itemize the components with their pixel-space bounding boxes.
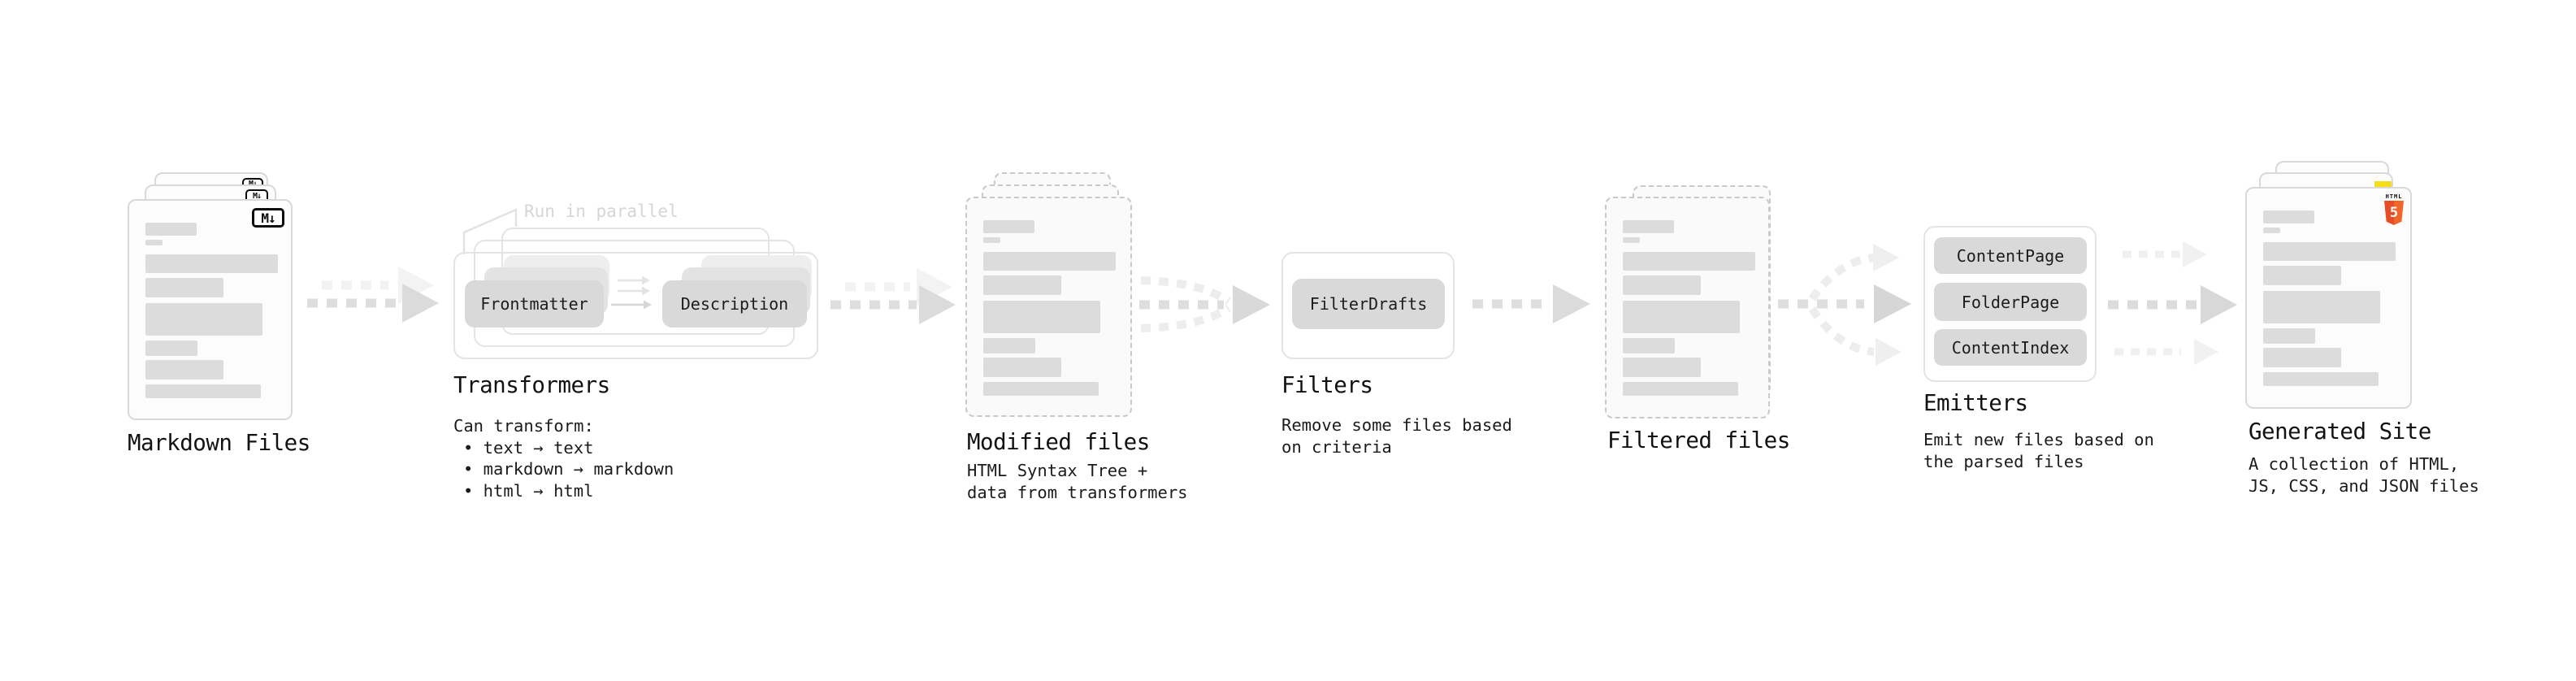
description-box-label: Description (680, 294, 789, 314)
filterdrafts-box-label: FilterDrafts (1309, 294, 1428, 314)
skeleton-line (983, 237, 1000, 243)
transformers-description-intro: Can transform: (453, 416, 594, 436)
emitters-description-line: the parsed files (1923, 451, 2084, 471)
skeleton-line (983, 382, 1099, 396)
frontmatter-box: Frontmatter (465, 280, 604, 327)
skeleton-line (1623, 275, 1701, 295)
skeleton-line (2263, 228, 2280, 233)
generated-file-card: HTML 5 (2245, 187, 2412, 409)
filtered-files-label: Filtered files (1607, 427, 1790, 453)
generated-site-description-line: JS, CSS, and JSON files (2249, 475, 2479, 496)
skeleton-line (145, 303, 262, 336)
skeleton-line (1623, 252, 1755, 271)
skeleton-line (2263, 210, 2314, 223)
skeleton-line (983, 301, 1100, 333)
contentindex-box-label: ContentIndex (1951, 337, 2070, 358)
skeleton-line (1623, 358, 1701, 377)
arrow-filtered-to-emitters-split (1778, 244, 1911, 366)
run-in-parallel-annotation: Run in parallel (524, 202, 679, 221)
arrow-filters-to-filtered (1472, 284, 1590, 323)
arrow-markdown-to-transformers (307, 267, 439, 323)
skeleton-line (145, 240, 163, 245)
frontmatter-box-label: Frontmatter (480, 294, 588, 314)
html5-icon-shield: 5 (2384, 201, 2404, 225)
skeleton-line (2263, 328, 2315, 344)
markdown-file-card: M↓ (128, 199, 293, 420)
emitters-description-line: Emit new files based on (1923, 430, 2154, 449)
skeleton-line (2263, 242, 2396, 261)
skeleton-line (983, 252, 1116, 271)
emitters-description: Emit new files based on the parsed files (1923, 429, 2154, 472)
arrow-emitters-to-generated (2108, 241, 2237, 365)
skeleton-line (145, 340, 197, 356)
skeleton-line (1623, 382, 1738, 396)
skeleton-line (145, 223, 197, 236)
folderpage-box-label: FolderPage (1961, 292, 2060, 312)
html5-icon-label: HTML (2385, 193, 2403, 200)
generated-site-description: A collection of HTML, JS, CSS, and JSON … (2249, 453, 2479, 497)
markdown-files-label: Markdown Files (128, 430, 310, 456)
arrow-modified-to-filters-converge (1139, 276, 1270, 332)
transformers-bullet: • text → text (463, 437, 594, 458)
skeleton-line (983, 220, 1034, 233)
filters-description-line: Remove some files based (1281, 415, 1512, 435)
skeleton-line (145, 254, 278, 273)
skeleton-line (145, 360, 223, 380)
skeleton-line (983, 358, 1061, 377)
transformers-description: Can transform: • text → text • markdown … (453, 415, 674, 501)
transformers-title: Transformers (453, 372, 610, 398)
modified-files-label: Modified files (967, 429, 1150, 455)
filtered-file-card (1605, 197, 1770, 419)
html5-icon: HTML 5 (2383, 193, 2405, 225)
emitters-title: Emitters (1923, 390, 2028, 416)
skeleton-line (1623, 237, 1640, 243)
skeleton-line (2263, 266, 2341, 285)
modified-files-description-line: data from transformers (967, 482, 1188, 502)
filterdrafts-box: FilterDrafts (1292, 279, 1445, 329)
modified-files-description: HTML Syntax Tree + data from transformer… (967, 460, 1188, 503)
contentpage-box-label: ContentPage (1956, 245, 2065, 266)
filters-description-line: on criteria (1281, 436, 1392, 457)
skeleton-line (1623, 338, 1675, 354)
filters-title: Filters (1281, 372, 1373, 398)
skeleton-line (145, 278, 223, 297)
modified-file-card (965, 197, 1132, 417)
generated-site-description-line: A collection of HTML, (2249, 454, 2460, 474)
modified-files-description-line: HTML Syntax Tree + (967, 461, 1148, 480)
skeleton-line (983, 338, 1035, 354)
generated-site-label: Generated Site (2249, 419, 2431, 445)
contentindex-box: ContentIndex (1934, 329, 2087, 366)
js-icon (2374, 181, 2392, 189)
arrow-transformers-to-modified (830, 268, 956, 324)
skeleton-line (1623, 301, 1740, 333)
contentpage-box: ContentPage (1934, 237, 2087, 274)
filters-description: Remove some files based on criteria (1281, 414, 1512, 458)
transformer-container (453, 252, 818, 359)
transformers-bullet: • markdown → markdown (463, 459, 674, 479)
skeleton-line (2263, 372, 2379, 386)
skeleton-line (983, 275, 1061, 295)
markdown-icon: M↓ (252, 208, 284, 228)
description-box: Description (662, 280, 807, 327)
skeleton-line (2263, 291, 2380, 323)
transformers-bullet: • html → html (463, 480, 594, 501)
skeleton-line (145, 384, 261, 398)
folderpage-box: FolderPage (1934, 283, 2087, 321)
skeleton-line (2263, 348, 2341, 367)
skeleton-line (1623, 220, 1674, 233)
